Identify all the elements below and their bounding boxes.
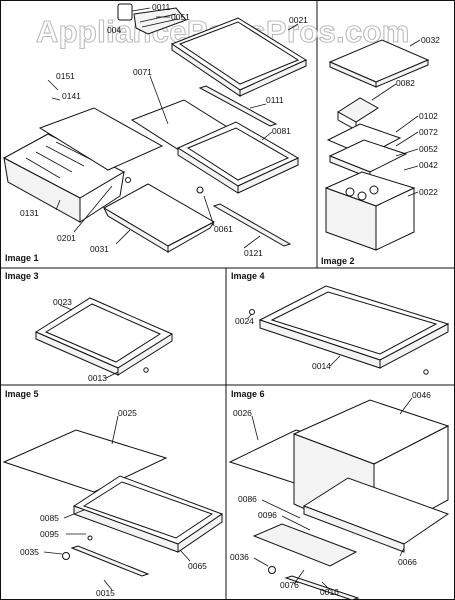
cover-0025 xyxy=(2,429,168,493)
part-0082 xyxy=(337,97,379,131)
rail-0016 xyxy=(284,575,360,600)
label-0065: 0065 xyxy=(188,561,207,571)
leader-lines xyxy=(43,7,421,591)
label-0016: 0016 xyxy=(320,587,339,597)
label-0046: 0046 xyxy=(412,390,431,400)
label-0141: 0141 xyxy=(62,91,81,101)
label-0052: 0052 xyxy=(419,144,438,154)
label-0013: 0013 xyxy=(88,373,107,383)
label-0014: 0014 xyxy=(312,361,331,371)
label-0022: 0022 xyxy=(419,187,438,197)
drawer-0131 xyxy=(2,133,126,223)
label-0023: 0023 xyxy=(53,297,72,307)
rail-0121 xyxy=(212,203,292,247)
shelf-0021 xyxy=(170,17,308,97)
bracket-part xyxy=(117,3,187,35)
label-0026: 0026 xyxy=(233,408,252,418)
label-0072: 0072 xyxy=(419,127,438,137)
label-0061: 0061 xyxy=(214,224,233,234)
clip-0035 xyxy=(62,552,70,560)
caption-image5: Image 5 xyxy=(5,389,39,399)
label-0066: 0066 xyxy=(398,557,417,567)
image2-panel xyxy=(324,39,430,251)
caption-image6: Image 6 xyxy=(231,389,265,399)
rail-0015 xyxy=(70,545,150,577)
image4-panel xyxy=(249,285,450,375)
cover-0141 xyxy=(38,107,164,171)
label-0035: 0035 xyxy=(20,547,39,557)
clip-0036 xyxy=(268,566,276,574)
label-0051: 0051 xyxy=(171,12,190,22)
part-0076 xyxy=(252,523,358,567)
caption-image4: Image 4 xyxy=(231,271,265,281)
screw-0201 xyxy=(125,177,131,183)
image1-panel xyxy=(2,3,308,253)
label-0032: 0032 xyxy=(421,35,440,45)
image3-panel xyxy=(34,297,174,376)
label-0031: 0031 xyxy=(90,244,109,254)
label-0042: 0042 xyxy=(419,160,438,170)
label-0102: 0102 xyxy=(419,111,438,121)
label-0201: 0201 xyxy=(57,233,76,243)
label-0095: 0095 xyxy=(40,529,59,539)
image5-panel xyxy=(2,429,224,577)
label-0121: 0121 xyxy=(244,248,263,258)
part-labels: 0011 0051 004 0021 0151 0141 0071 0111 0… xyxy=(5,2,440,598)
label-0151: 0151 xyxy=(56,71,75,81)
frame-0066 xyxy=(302,477,450,553)
label-0036: 0036 xyxy=(230,552,249,562)
label-0011: 0011 xyxy=(152,2,171,12)
label-0111: 0111 xyxy=(266,95,284,105)
caption-image2: Image 2 xyxy=(321,256,355,266)
label-0081: 0081 xyxy=(272,126,291,136)
label-0096: 0096 xyxy=(258,510,277,520)
label-0076: 0076 xyxy=(280,580,299,590)
rail-0111 xyxy=(198,85,278,127)
part-0061 xyxy=(196,186,204,194)
image6-panel xyxy=(228,399,450,600)
label-0024: 0024 xyxy=(235,316,254,326)
label-0071: 0071 xyxy=(133,67,152,77)
lid-0032 xyxy=(328,39,430,88)
shelf-0081 xyxy=(176,121,300,194)
label-0021: 0021 xyxy=(289,15,308,25)
label-0025: 0025 xyxy=(118,408,137,418)
label-0131: 0131 xyxy=(20,208,39,218)
bin-0022 xyxy=(324,171,416,251)
label-0015: 0015 xyxy=(96,588,115,598)
caption-image1: Image 1 xyxy=(5,253,39,263)
label-0082: 0082 xyxy=(396,78,415,88)
caption-image3: Image 3 xyxy=(5,271,39,281)
label-0086: 0086 xyxy=(238,494,257,504)
label-0085: 0085 xyxy=(40,513,59,523)
pan-0031 xyxy=(102,183,216,253)
label-004: 004 xyxy=(107,25,121,35)
